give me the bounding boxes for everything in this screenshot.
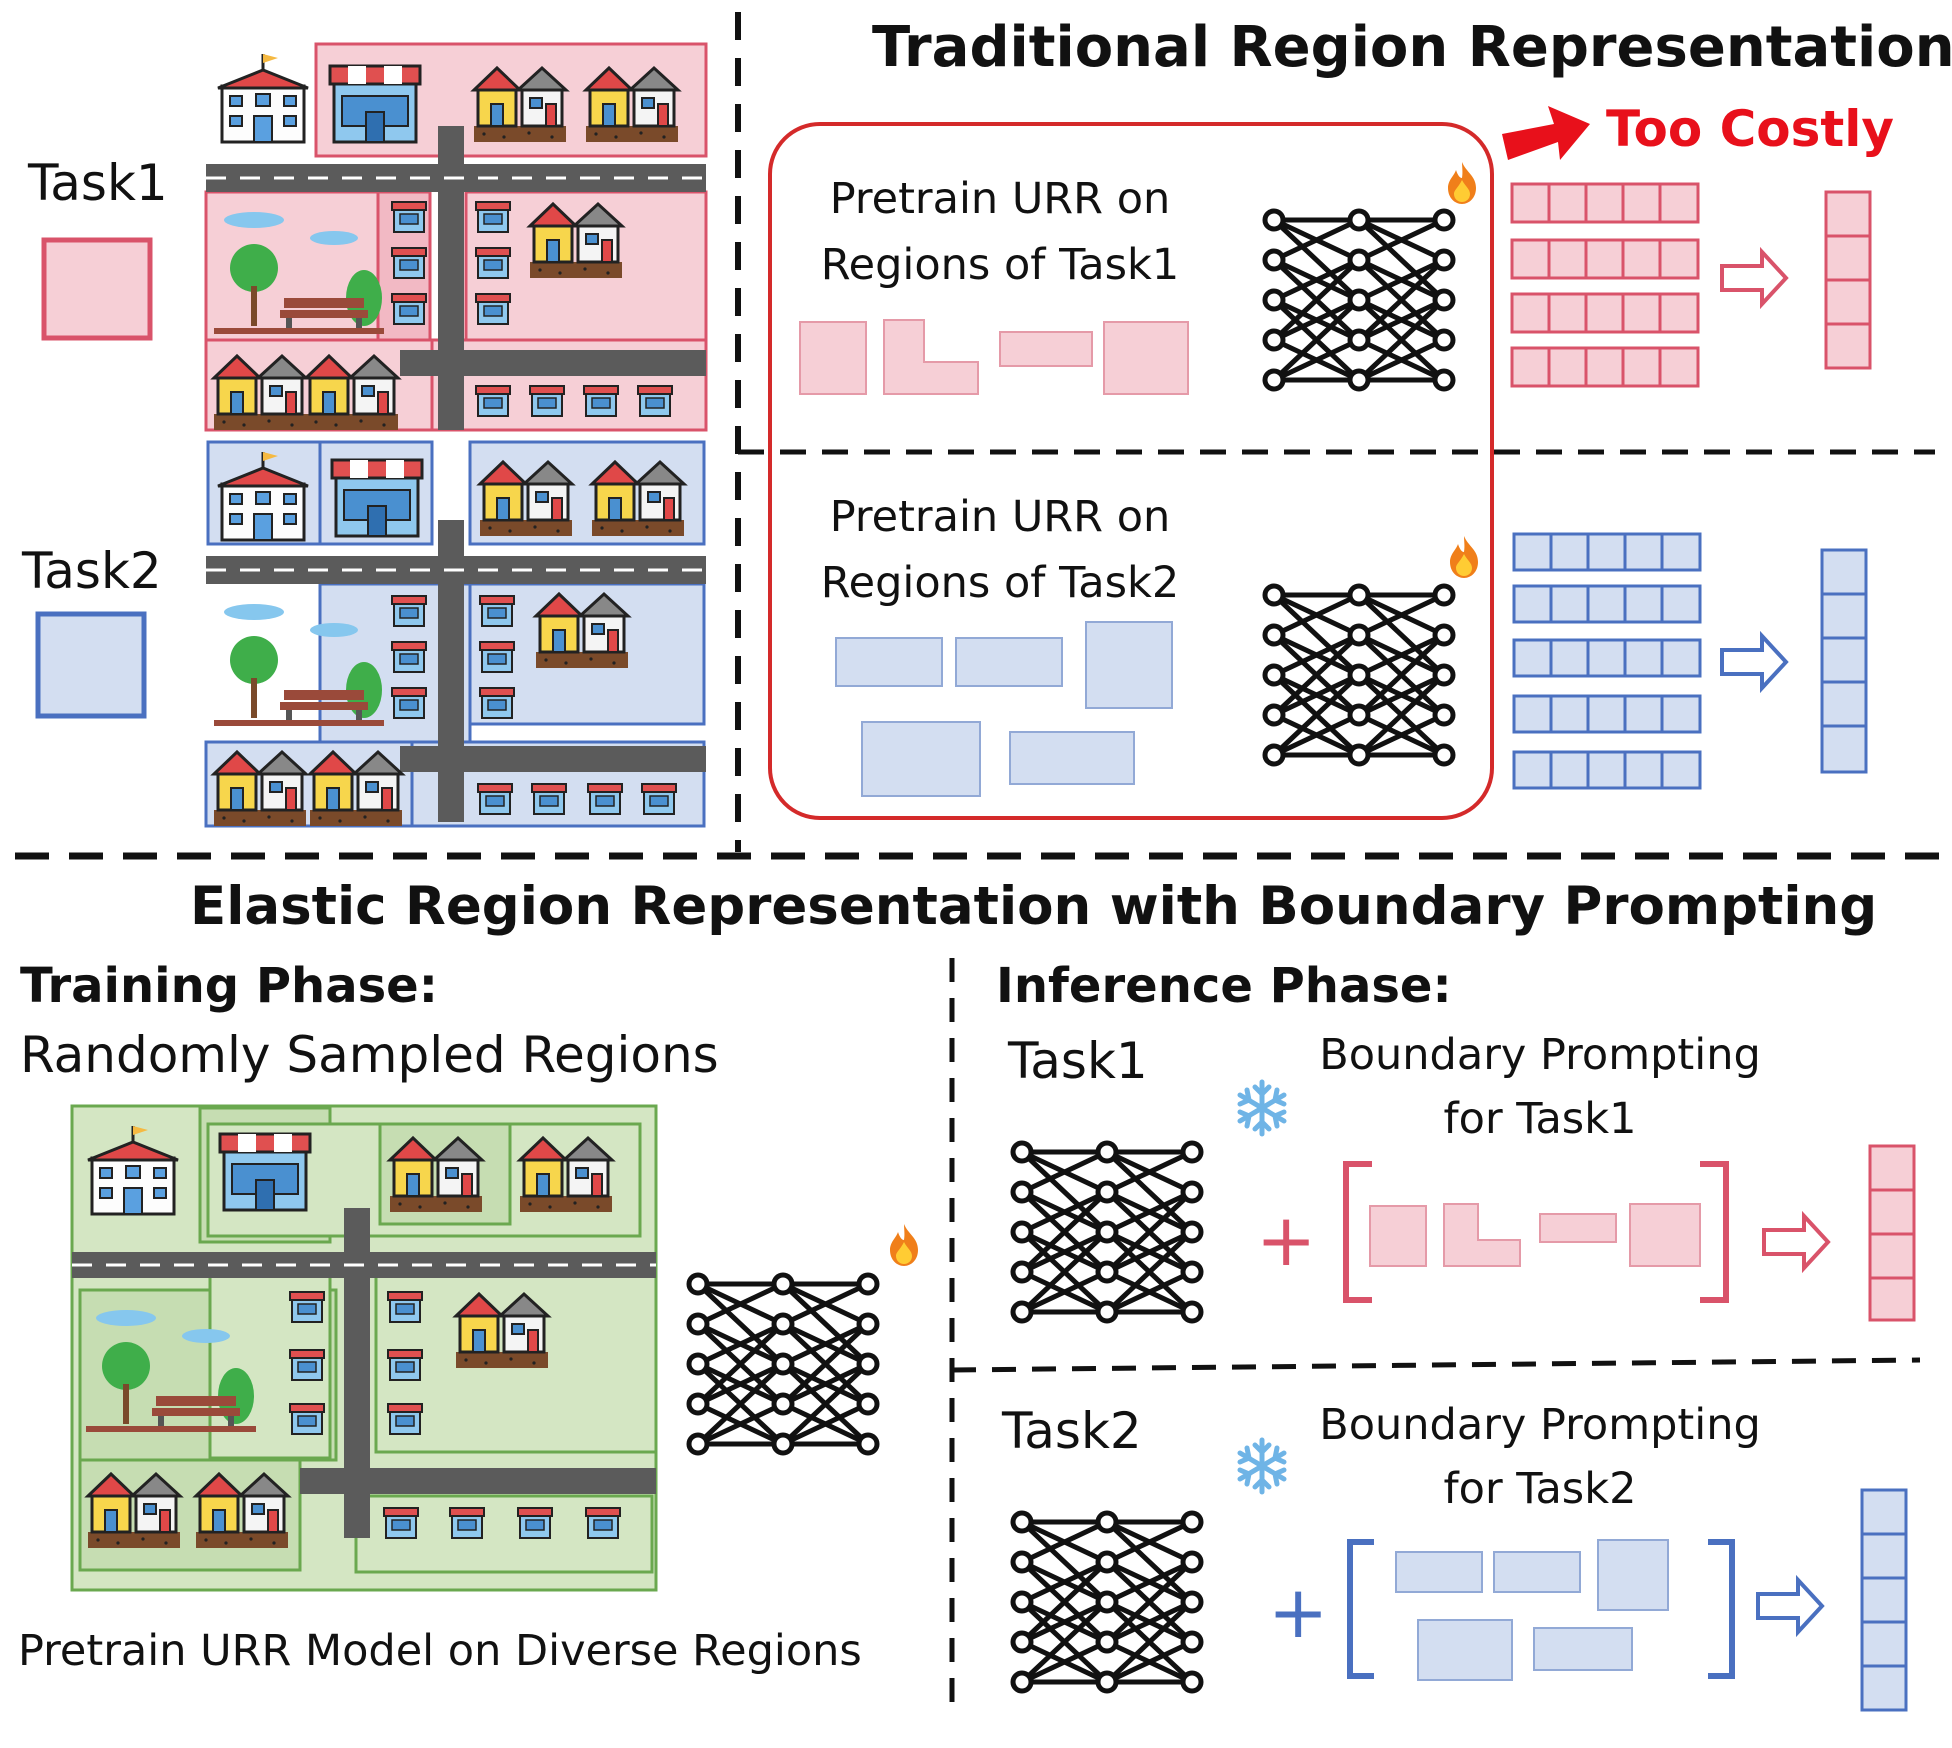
inference-phase-title: Inference Phase: (996, 958, 1452, 1014)
task2-pretrain-caption-line1: Pretrain URR on (829, 492, 1171, 542)
snowflake-icon (1240, 1440, 1284, 1492)
training-phase-subtitle: Randomly Sampled Regions (20, 1026, 719, 1084)
snowflake-icon (1240, 1082, 1284, 1134)
task2-embedding-matrix (1512, 532, 1702, 790)
task2-plus-sign: + (1268, 1570, 1329, 1654)
task2-legend-swatch (35, 611, 147, 719)
too-costly-arrow-icon (1502, 106, 1590, 160)
task2-inference-output-vector (1860, 1488, 1908, 1712)
fire-icon (1450, 536, 1478, 578)
task2-boundary-prompt-line1: Boundary Prompting (1319, 1400, 1761, 1450)
fire-icon (1448, 162, 1476, 204)
fire-icon (890, 1224, 918, 1266)
task2-legend-label: Task2 (22, 542, 162, 600)
training-map (70, 1104, 658, 1592)
neural-network-icon (1265, 211, 1453, 389)
task1-pretrain-caption-line1: Pretrain URR on (829, 174, 1171, 224)
task2-prompt-bracket-left (1347, 1539, 1374, 1679)
task1-legend-swatch (41, 237, 153, 341)
hollow-arrow-icon (1762, 1214, 1830, 1270)
elastic-title: Elastic Region Representation with Bound… (190, 876, 1878, 937)
task2-map (204, 440, 706, 828)
neural-network-icon (1013, 1143, 1201, 1321)
task2-prompt-bracket-right (1708, 1539, 1735, 1679)
task2-pretrain-caption-line2: Regions of Task2 (820, 558, 1180, 608)
task1-prompt-bracket-right (1700, 1161, 1729, 1303)
traditional-pretrain-box (768, 122, 1494, 820)
too-costly-label: Too Costly (1606, 100, 1895, 158)
divider-inference (951, 1357, 1921, 1373)
neural-network-icon (1013, 1513, 1201, 1691)
hollow-arrow-icon (1720, 634, 1788, 690)
traditional-title: Traditional Region Representation (872, 15, 1952, 80)
neural-network-icon (689, 1275, 877, 1453)
task1-region-shapes (799, 319, 1189, 395)
inference-task1-label: Task1 (1008, 1032, 1148, 1090)
task1-map (204, 42, 708, 432)
training-caption: Pretrain URR Model on Diverse Regions (18, 1626, 862, 1676)
task1-boundary-prompt-line2: for Task1 (1443, 1094, 1637, 1144)
hollow-arrow-icon (1720, 250, 1788, 306)
inference-task2-label: Task2 (1002, 1402, 1142, 1460)
task1-embedding-matrix (1510, 182, 1700, 388)
task1-legend-label: Task1 (28, 154, 168, 212)
neural-network-icon (1265, 586, 1453, 764)
task2-output-vector (1820, 548, 1868, 774)
task2-prompt-shapes (1395, 1539, 1669, 1681)
training-phase-title: Training Phase: (20, 958, 438, 1014)
task1-boundary-prompt-line1: Boundary Prompting (1319, 1030, 1761, 1080)
hollow-arrow-icon (1756, 1578, 1824, 1634)
task2-boundary-prompt-line2: for Task2 (1443, 1464, 1637, 1514)
task1-prompt-shapes (1369, 1203, 1701, 1267)
task1-prompt-bracket-left (1343, 1161, 1372, 1303)
task1-plus-sign: + (1256, 1198, 1317, 1282)
task2-region-shapes (835, 621, 1173, 797)
task1-pretrain-caption-line2: Regions of Task1 (820, 240, 1180, 290)
